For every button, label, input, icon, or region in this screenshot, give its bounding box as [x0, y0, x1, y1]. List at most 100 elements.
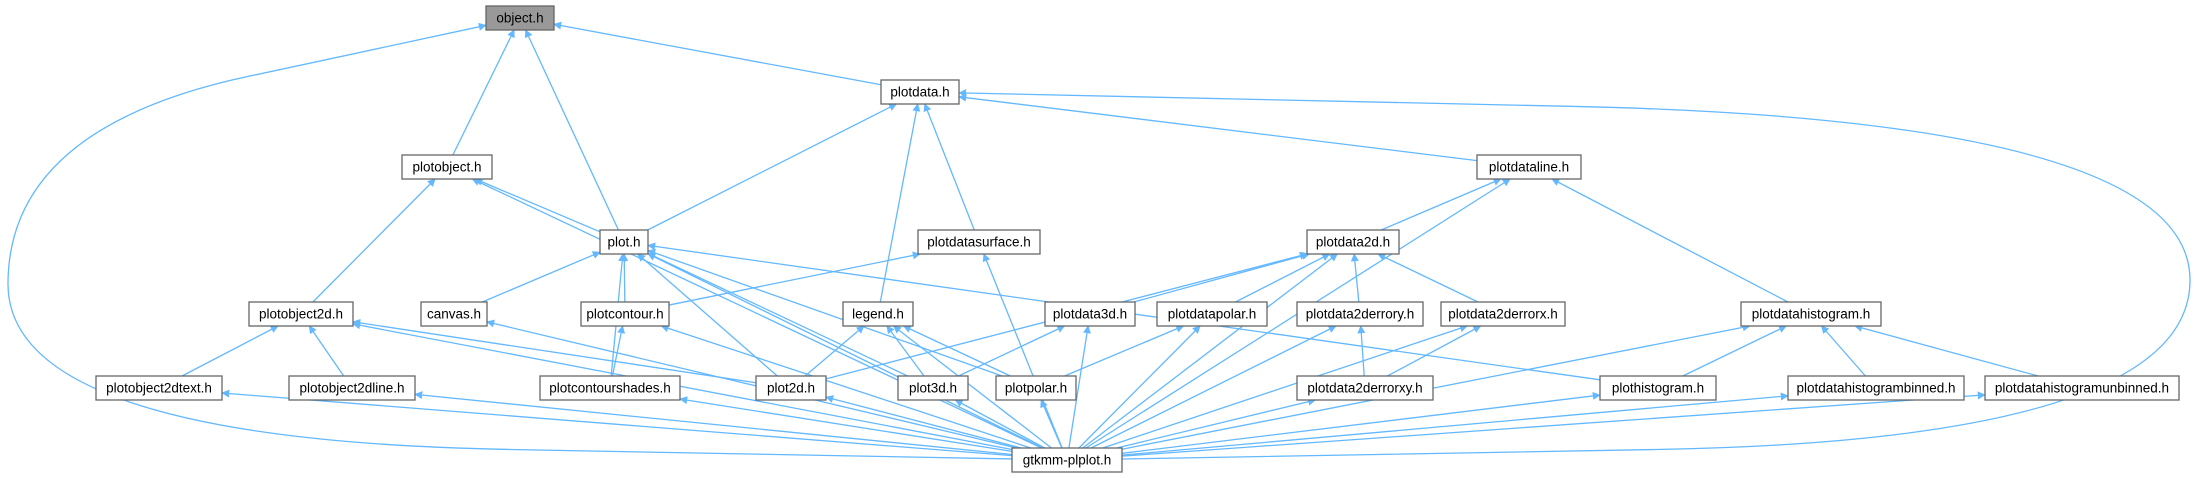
edge-plot2d-to-plot	[637, 253, 778, 377]
edge-plot-to-plotobject	[474, 178, 601, 233]
node-box[interactable]	[1156, 301, 1268, 327]
edge-gtkmmplplot-to-plotdata3d	[1068, 325, 1091, 449]
edge-gtkmmplplot-to-legend	[892, 325, 1052, 449]
node-plot3d[interactable]: plot3d.h	[897, 375, 969, 401]
node-box[interactable]	[485, 5, 555, 31]
edge-plotobject2dline-to-plotobject2d	[308, 325, 345, 377]
node-plotdataline[interactable]: plotdataline.h	[1476, 154, 1582, 180]
node-box[interactable]	[917, 229, 1041, 255]
edge-plotpolar-to-legend	[902, 325, 1011, 377]
edge-plotdata2derrorxy-to-plotdata2derrory	[1357, 325, 1366, 377]
node-plotdata[interactable]: plotdata.h	[880, 79, 960, 105]
edge-plotcontour-to-plot	[620, 253, 629, 303]
edge-plot3d-to-legend	[886, 325, 925, 377]
edge-plotpolar-to-plot	[647, 249, 1003, 377]
node-plotdata3d[interactable]: plotdata3d.h	[1044, 301, 1136, 327]
node-canvas[interactable]: canvas.h	[420, 301, 488, 327]
edge-gtkmmplplot-to-plotdatahistogrambinned	[1121, 392, 1789, 456]
node-box[interactable]	[1740, 301, 1882, 327]
edge-gtkmmplplot-to-plotobject2dline	[414, 391, 1013, 456]
edge-plotdata2derrorxy-to-plotdata2derrorx	[1387, 325, 1482, 377]
node-plotdata2derrory[interactable]: plotdata2derrory.h	[1296, 301, 1424, 327]
node-box[interactable]	[1044, 301, 1136, 327]
edge-gtkmmplplot-to-plotdata2derrory	[1090, 325, 1337, 449]
edge-plotdatapolar-to-plotdata2d	[1235, 253, 1331, 303]
edge-plotdata2derrorx-to-plotdata2d	[1377, 253, 1479, 303]
edge-plotdataline-to-plotdata	[958, 93, 1478, 162]
node-plotdatahistogramunbinned[interactable]: plotdatahistogramunbinned.h	[1984, 375, 2180, 401]
node-box[interactable]	[599, 229, 649, 255]
node-box[interactable]	[539, 375, 681, 401]
edge-gtkmmplplot-to-plotdata2derrorxy	[1116, 397, 1317, 449]
edge-gtkmmplplot-to-plotobject2dtext	[221, 389, 1013, 457]
node-plotcontourshades[interactable]: plotcontourshades.h	[539, 375, 681, 401]
node-object[interactable]: object.h	[485, 5, 555, 31]
node-box[interactable]	[1476, 154, 1582, 180]
edge-plotdatasurface-to-plotdata	[923, 103, 975, 231]
edge-canvas-to-plot	[482, 251, 601, 303]
node-box[interactable]	[842, 301, 914, 327]
node-box[interactable]	[995, 375, 1077, 401]
edge-gtkmmplplot-to-plotdata	[958, 89, 2191, 460]
edge-plotcontour-to-plotdatasurface	[668, 251, 921, 306]
node-plothistogram[interactable]: plothistogram.h	[1599, 375, 1717, 401]
nodes-layer: object.h plotdata.h plotobject.h plotdatali…	[95, 5, 2180, 473]
edge-plotdata2derrory-to-plotdata2d	[1350, 253, 1360, 303]
edge-gtkmmplplot-to-plotcontour	[660, 324, 1031, 449]
node-plotobject2dtext[interactable]: plotobject2dtext.h	[95, 375, 223, 401]
node-box[interactable]	[1306, 229, 1400, 255]
node-plotdata2d[interactable]: plotdata2d.h	[1306, 229, 1400, 255]
edge-gtkmmplplot-to-plothistogram	[1121, 391, 1601, 454]
edge-gtkmmplplot-to-plotcontourshades	[679, 396, 1013, 452]
node-plotdata2derrorx[interactable]: plotdata2derrorx.h	[1440, 301, 1566, 327]
node-box[interactable]	[1440, 301, 1566, 327]
node-plotdatahistogram[interactable]: plotdatahistogram.h	[1740, 301, 1882, 327]
node-plotpolar[interactable]: plotpolar.h	[995, 375, 1077, 401]
edge-plotcontourshades-to-plotcontour	[611, 325, 626, 377]
node-plotcontour[interactable]: plotcontour.h	[580, 301, 670, 327]
node-box[interactable]	[1011, 447, 1123, 473]
node-plot[interactable]: plot.h	[599, 229, 649, 255]
edge-plotpolar-to-plotdatapolar	[1064, 325, 1185, 377]
edge-gtkmmplplot-to-plotdatapolar	[1078, 325, 1201, 449]
edge-gtkmmplplot-to-plotobject2d	[352, 321, 1013, 451]
edge-plot2d-to-plotobject2d	[352, 318, 757, 384]
node-box[interactable]	[1599, 375, 1717, 401]
node-box[interactable]	[897, 375, 969, 401]
node-plotdata2derrorxy[interactable]: plotdata2derrorxy.h	[1296, 375, 1434, 401]
node-plot2d[interactable]: plot2d.h	[755, 375, 827, 401]
node-box[interactable]	[420, 301, 488, 327]
edge-gtkmmplplot-to-plotdatahistogram	[1121, 323, 1751, 450]
node-plotdatahistogrambinned[interactable]: plotdatahistogrambinned.h	[1787, 375, 1965, 401]
edge-gtkmmplplot-to-object	[7, 22, 1013, 460]
node-box[interactable]	[288, 375, 416, 401]
edge-gtkmmplplot-to-plotdatahistogramunbinned	[1121, 391, 1986, 457]
node-box[interactable]	[755, 375, 827, 401]
node-box[interactable]	[880, 79, 960, 105]
edge-plot-to-object	[524, 29, 620, 231]
node-box[interactable]	[95, 375, 223, 401]
node-box[interactable]	[1984, 375, 2180, 401]
node-plotdatasurface[interactable]: plotdatasurface.h	[917, 229, 1041, 255]
edge-plotobject2dtext-to-plotobject2d	[181, 325, 279, 377]
edge-gtkmmplplot-to-plot3d	[954, 399, 1045, 449]
node-legend[interactable]: legend.h	[842, 301, 914, 327]
node-plotobject[interactable]: plotobject.h	[401, 154, 493, 180]
node-plotobject2dline[interactable]: plotobject2dline.h	[288, 375, 416, 401]
node-box[interactable]	[1296, 301, 1424, 327]
node-plotobject2d[interactable]: plotobject2d.h	[248, 301, 354, 327]
edge-gtkmmplplot-to-plotpolar	[1040, 399, 1063, 449]
edge-gtkmmplplot-to-plot2d	[825, 395, 1022, 449]
edge-plotdata2d-to-plotdataline	[1380, 178, 1502, 231]
node-box[interactable]	[1787, 375, 1965, 401]
edge-gtkmmplplot-to-plotobject	[471, 178, 1042, 449]
node-box[interactable]	[580, 301, 670, 327]
node-box[interactable]	[401, 154, 493, 180]
node-box[interactable]	[248, 301, 354, 327]
edge-plotdatahistogram-to-plotdataline	[1551, 178, 1789, 303]
node-box[interactable]	[1296, 375, 1434, 401]
node-gtkmmplplot[interactable]: gtkmm-plplot.h	[1011, 447, 1123, 473]
edge-gtkmmplplot-to-canvas	[486, 319, 1017, 449]
node-plotdatapolar[interactable]: plotdatapolar.h	[1156, 301, 1268, 327]
